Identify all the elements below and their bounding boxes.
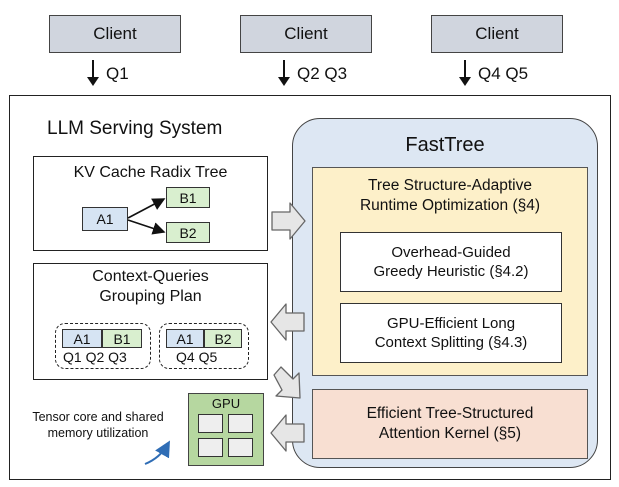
group-cell: B1 [102, 329, 142, 348]
grouping-plan-title-line: Context-Queries [92, 268, 209, 285]
node-label: B1 [179, 189, 197, 206]
cell-label: B2 [214, 330, 232, 347]
cell-label: A1 [176, 330, 194, 347]
tree-edge [127, 219, 166, 235]
gpu-label: GPU [211, 395, 241, 411]
attention-kernel-box: Efficient Tree-Structured Attention Kern… [312, 389, 588, 459]
right-block-arrow-icon [271, 202, 306, 240]
grouping-plan-title-line: Grouping Plan [99, 288, 202, 305]
client-box-3: Client [431, 15, 563, 53]
down-arrow-icon [278, 60, 290, 86]
radix-tree-title: KV Cache Radix Tree [73, 164, 228, 181]
tree-node-root: A1 [82, 207, 128, 231]
radix-tree-panel [33, 156, 268, 251]
client-queries-label: Q4 Q5 [478, 64, 529, 83]
attention-kernel-line: Attention Kernel (§5) [378, 425, 522, 442]
client-label: Client [93, 24, 137, 43]
tensor-core-note-line: memory utilization [47, 426, 149, 440]
gpu-core-icon [228, 414, 253, 433]
group-cell: A1 [166, 329, 204, 348]
client-label: Client [475, 24, 519, 43]
context-splitting-line: GPU-Efficient Long [386, 315, 516, 332]
tree-node-child: B2 [166, 222, 210, 243]
node-label: B2 [179, 224, 197, 241]
client-label: Client [284, 24, 328, 43]
query-group [159, 323, 249, 369]
gpu-core-icon [228, 438, 253, 457]
node-label: A1 [96, 211, 114, 227]
attention-kernel-line: Efficient Tree-Structured [366, 405, 534, 422]
system-title: LLM Serving System [47, 118, 223, 139]
greedy-heuristic-line: Greedy Heuristic (§4.2) [373, 263, 529, 280]
group-queries: Q4 Q5 [176, 349, 218, 365]
greedy-heuristic-box: Overhead-Guided Greedy Heuristic (§4.2) [340, 232, 562, 292]
tensor-core-note-line: Tensor core and shared [32, 410, 164, 424]
greedy-heuristic-line: Overhead-Guided [391, 244, 511, 261]
gpu-core-icon [198, 438, 223, 457]
group-cell: B2 [204, 329, 242, 348]
group-cell: A1 [62, 329, 102, 348]
client-box-1: Client [49, 15, 181, 53]
client-queries-label: Q1 [106, 64, 129, 83]
cell-label: B1 [113, 330, 131, 347]
tree-edge [127, 198, 166, 219]
tree-node-child: B1 [166, 187, 210, 208]
gpu-core-icon [198, 414, 223, 433]
grouping-plan-title: Context-Queries Grouping Plan [33, 267, 268, 307]
group-queries: Q1 Q2 Q3 [63, 349, 127, 365]
left-block-arrow-icon [270, 414, 305, 452]
context-splitting-line: Context Splitting (§4.3) [374, 334, 528, 351]
fasttree-title: FastTree [405, 133, 485, 156]
runtime-optimization-title-line: Runtime Optimization (§4) [359, 197, 541, 214]
client-box-2: Client [240, 15, 372, 53]
cell-label: A1 [73, 330, 91, 347]
left-block-arrow-icon [270, 303, 305, 341]
context-splitting-box: GPU-Efficient Long Context Splitting (§4… [340, 303, 562, 363]
runtime-optimization-title-line: Tree Structure-Adaptive [368, 177, 532, 194]
down-arrow-icon [87, 60, 99, 86]
client-queries-label: Q2 Q3 [297, 64, 348, 83]
runtime-optimization-title: Tree Structure-Adaptive Runtime Optimiza… [312, 176, 588, 216]
down-arrow-icon [459, 60, 471, 86]
tensor-core-note: Tensor core and shared memory utilizatio… [13, 409, 183, 441]
query-group [55, 323, 151, 369]
diagonal-block-arrow-icon [273, 366, 301, 399]
